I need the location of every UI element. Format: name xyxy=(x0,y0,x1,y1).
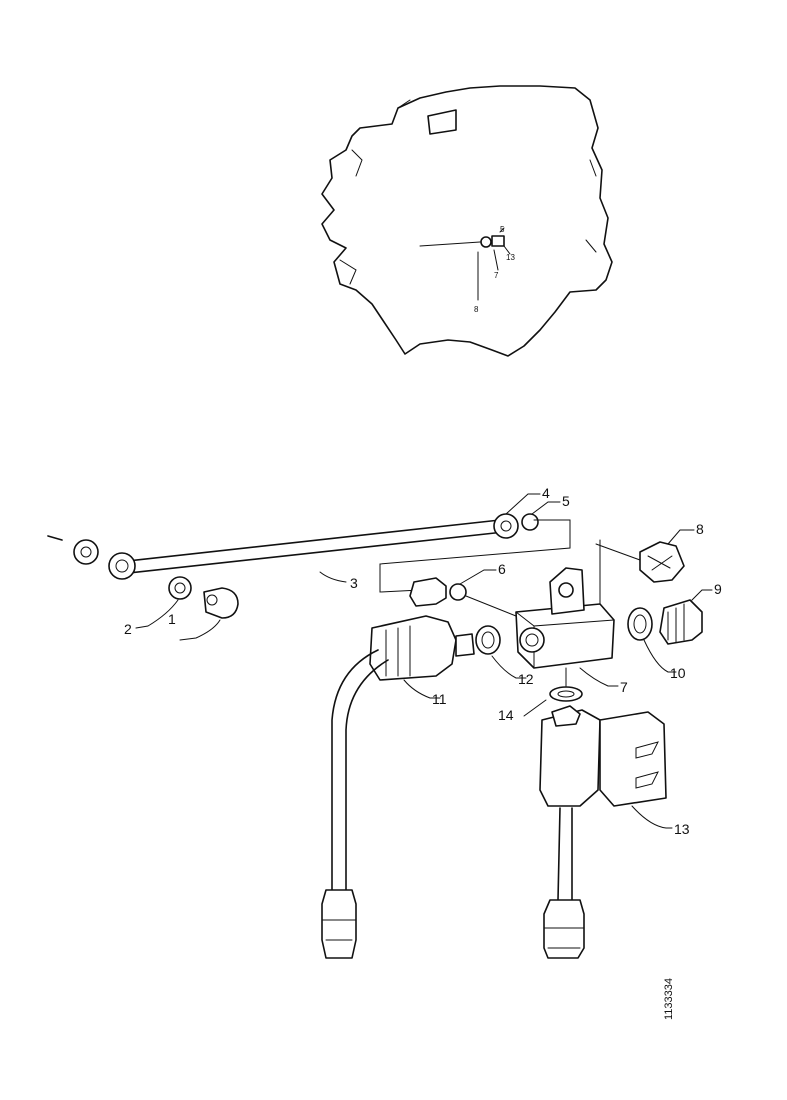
part-13-bracket xyxy=(599,711,667,807)
engine-outline xyxy=(321,85,613,357)
part-12-washer xyxy=(475,625,501,655)
callout-13: 13 xyxy=(674,821,690,837)
leader-7 xyxy=(579,667,619,687)
callout-1: 1 xyxy=(168,611,176,627)
part-13-connector-detail xyxy=(543,927,585,949)
leader-9 xyxy=(691,589,713,601)
part-11-cable xyxy=(331,649,389,891)
engine-overview: 5 13 7 8 xyxy=(321,85,613,357)
pipe-end-fitting-left-bore xyxy=(80,546,92,558)
callout-6: 6 xyxy=(498,561,506,577)
callout-4: 4 xyxy=(542,485,550,501)
part-4-nut xyxy=(493,513,519,539)
leader-3 xyxy=(319,571,347,583)
leader-4 xyxy=(505,493,541,515)
part-13-solenoid-body xyxy=(539,709,601,807)
part-6-pipe xyxy=(465,595,517,617)
part-4-bore xyxy=(500,520,512,532)
part-5-washer xyxy=(521,513,539,531)
overview-label-13: 13 xyxy=(506,253,515,262)
part-13-connector xyxy=(543,899,585,959)
leader-6 xyxy=(459,569,497,585)
part-14-washer-bore xyxy=(557,690,575,698)
part-11-thread xyxy=(455,633,475,657)
overview-block xyxy=(491,235,505,247)
callout-8: 8 xyxy=(696,521,704,537)
leader-2 xyxy=(135,599,179,629)
part-7-port-bore xyxy=(525,633,539,647)
drawing-number: 1133334 xyxy=(663,978,675,1020)
part-7-block-edge xyxy=(515,611,615,669)
part-2-union xyxy=(168,576,192,600)
part-11-connector xyxy=(321,889,357,959)
callout-9: 9 xyxy=(714,581,722,597)
part-14-washer xyxy=(549,686,583,702)
part-13-bracket-slots xyxy=(635,741,659,789)
pipe-end-fitting-left xyxy=(73,539,99,565)
callout-12: 12 xyxy=(518,671,534,687)
callout-11: 11 xyxy=(432,691,447,707)
callout-2: 2 xyxy=(124,621,132,637)
callout-10: 10 xyxy=(670,665,686,681)
part-10-washer xyxy=(627,607,653,641)
overview-label-8: 8 xyxy=(474,305,479,314)
leader-8 xyxy=(667,529,695,545)
part-2-bore xyxy=(174,582,186,594)
part-8-detail xyxy=(647,555,673,571)
part-8-fitting xyxy=(639,541,685,583)
leader-5 xyxy=(531,501,561,515)
part-6-fitting xyxy=(409,577,447,607)
exploded-view: 1 2 3 4 5 6 7 8 9 10 11 12 13 14 xyxy=(47,485,722,959)
leader-10 xyxy=(643,639,677,673)
part-9-plug xyxy=(659,599,703,645)
part-11-sensor-body xyxy=(369,615,457,681)
callout-14: 14 xyxy=(498,707,514,723)
engine-outline-inner xyxy=(339,149,597,285)
pipe-loop-connector xyxy=(379,519,571,593)
callout-5: 5 xyxy=(562,493,570,509)
pipe-union-nut xyxy=(108,552,136,580)
leader-1 xyxy=(179,619,221,641)
engine-bracket xyxy=(427,109,457,135)
callout-3: 3 xyxy=(350,575,358,591)
leader-13 xyxy=(631,805,673,829)
leader-12 xyxy=(491,655,527,679)
overview-label-7: 7 xyxy=(494,271,499,280)
engine-tab xyxy=(397,99,411,109)
pipe-3 xyxy=(47,519,505,575)
overview-leaders xyxy=(493,227,511,271)
part-1-banjo-bolt xyxy=(203,587,239,619)
part-13-cable xyxy=(557,807,573,901)
part-7-port xyxy=(519,627,545,653)
pipe-union-nut-bore xyxy=(115,559,129,573)
overview-label-5: 5 xyxy=(500,225,505,234)
part-11-sensor-ribs xyxy=(385,625,411,677)
overview-union xyxy=(480,236,492,248)
part-7-leader-line xyxy=(595,539,641,605)
part-10-washer-bore xyxy=(633,614,647,634)
part-13-solenoid-top xyxy=(551,705,581,727)
part-9-threads xyxy=(667,603,685,643)
part-12-washer-bore xyxy=(481,631,495,649)
overview-hose xyxy=(419,241,481,247)
part-1-bore xyxy=(206,594,218,606)
leader-11 xyxy=(403,679,441,699)
part-7-tab-hole xyxy=(558,582,574,598)
callout-7: 7 xyxy=(620,679,628,695)
part-11-connector-detail xyxy=(321,919,357,941)
part-6-nut xyxy=(449,583,467,601)
leader-14 xyxy=(523,699,547,717)
